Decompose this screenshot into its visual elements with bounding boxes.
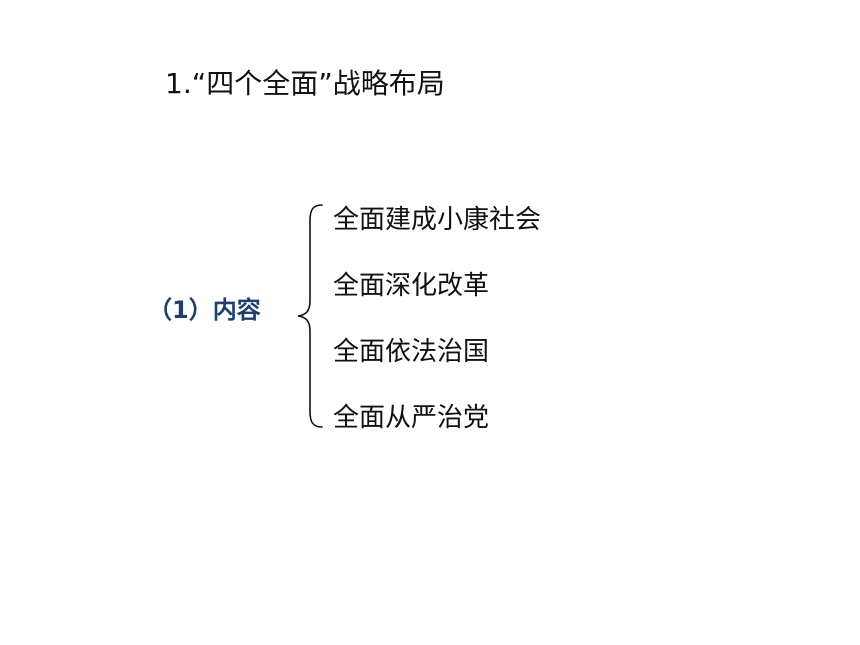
list-item: 全面深化改革 [333, 271, 490, 301]
list-item: 全面依法治国 [333, 337, 490, 367]
curly-brace-icon [297, 204, 323, 428]
list-item: 全面从严治党 [333, 403, 490, 433]
section-label: （1）内容 [148, 296, 261, 324]
page-title: 1.“四个全面”战略布局 [165, 67, 445, 100]
content-list: 全面建成小康社会 全面深化改革 全面依法治国 全面从严治党 [333, 200, 541, 464]
list-item: 全面建成小康社会 [333, 205, 542, 235]
